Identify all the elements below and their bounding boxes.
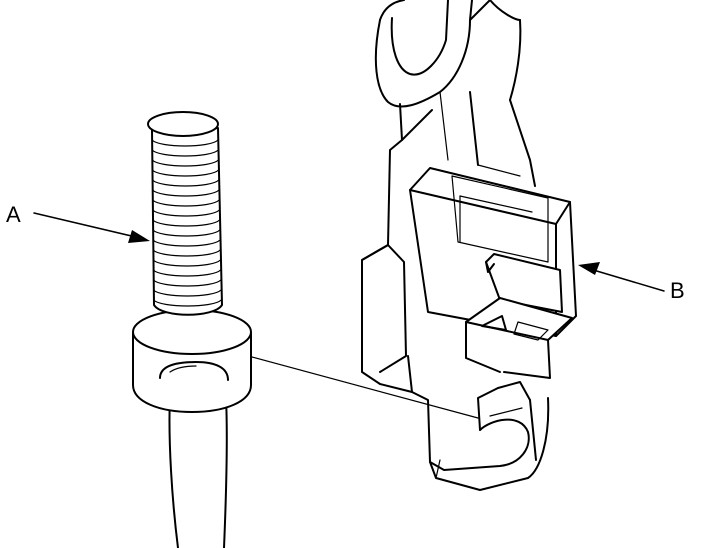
callout-b-label: B: [670, 278, 685, 303]
thread-line: [152, 229, 221, 237]
callout-b: B: [578, 262, 685, 303]
thread-line: [151, 189, 220, 197]
callout-a-label: A: [6, 202, 21, 227]
thread-line: [153, 299, 222, 307]
bolt: [147, 111, 223, 316]
thread-line: [151, 169, 220, 177]
thread-line: [151, 179, 220, 187]
thread-line: [152, 279, 222, 287]
thread-line: [151, 149, 219, 157]
thread-line: [152, 199, 220, 207]
thread-line: [152, 249, 221, 257]
thread-line: [152, 269, 222, 277]
callout-a: A: [6, 202, 150, 243]
thread-line: [152, 289, 222, 297]
thread-line: [152, 209, 220, 217]
cable: [168, 394, 228, 548]
thread-line: [152, 239, 221, 247]
thread-line: [152, 219, 221, 227]
guide-line: [251, 356, 479, 419]
bracket-housing: [361, 0, 577, 491]
bolt-threads: [151, 139, 222, 307]
thread-line: [152, 259, 221, 267]
collar-washer: [132, 309, 252, 413]
thread-line: [151, 159, 219, 167]
thread-line: [151, 139, 219, 147]
